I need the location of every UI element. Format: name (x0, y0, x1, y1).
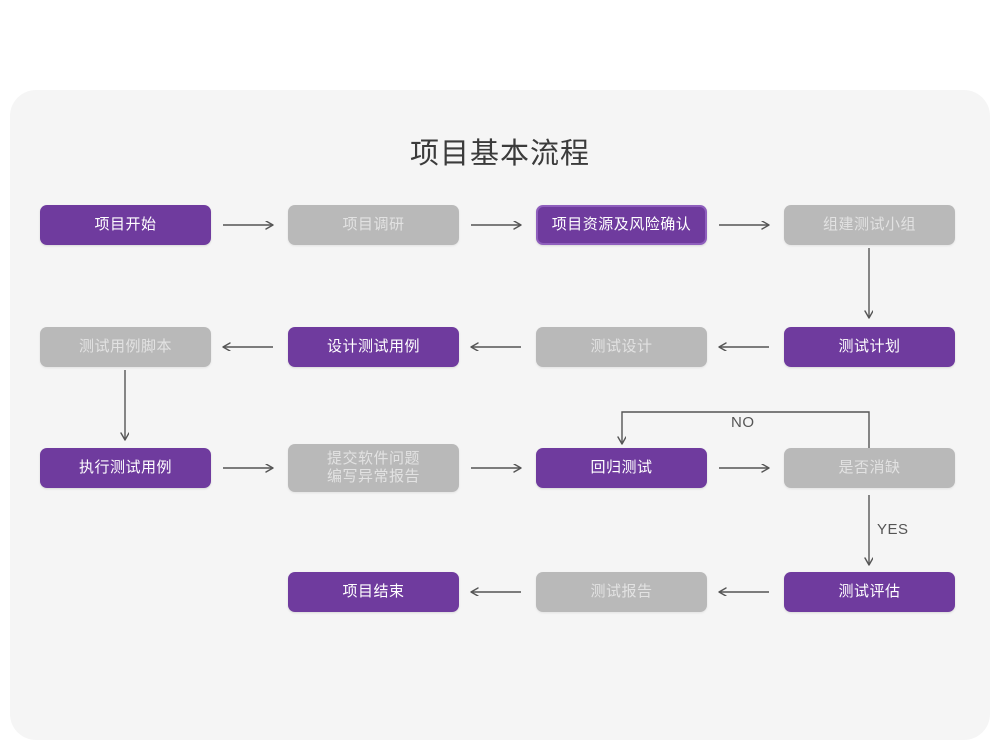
node-project-research[interactable]: 项目调研 (288, 205, 459, 245)
node-test-report[interactable]: 测试报告 (536, 572, 707, 612)
node-project-end[interactable]: 项目结束 (288, 572, 459, 612)
node-project-start[interactable]: 项目开始 (40, 205, 211, 245)
page-title: 项目基本流程 (409, 138, 590, 170)
node-resource-risk-confirm[interactable]: 项目资源及风险确认 (536, 205, 707, 245)
node-form-test-team[interactable]: 组建测试小组 (784, 205, 955, 245)
node-submit-issue-report[interactable]: 提交软件问题 编写异常报告 (288, 444, 459, 492)
edge-label-no: NO (731, 414, 755, 431)
edge-label-yes: YES (877, 521, 909, 538)
node-design-test-cases[interactable]: 设计测试用例 (288, 327, 459, 367)
node-test-evaluation[interactable]: 测试评估 (784, 572, 955, 612)
node-regression-test[interactable]: 回归测试 (536, 448, 707, 488)
node-test-case-script[interactable]: 测试用例脚本 (40, 327, 211, 367)
node-execute-test-cases[interactable]: 执行测试用例 (40, 448, 211, 488)
node-defect-resolved-decision[interactable]: 是否消缺 (784, 448, 955, 488)
node-test-plan[interactable]: 测试计划 (784, 327, 955, 367)
node-test-design[interactable]: 测试设计 (536, 327, 707, 367)
